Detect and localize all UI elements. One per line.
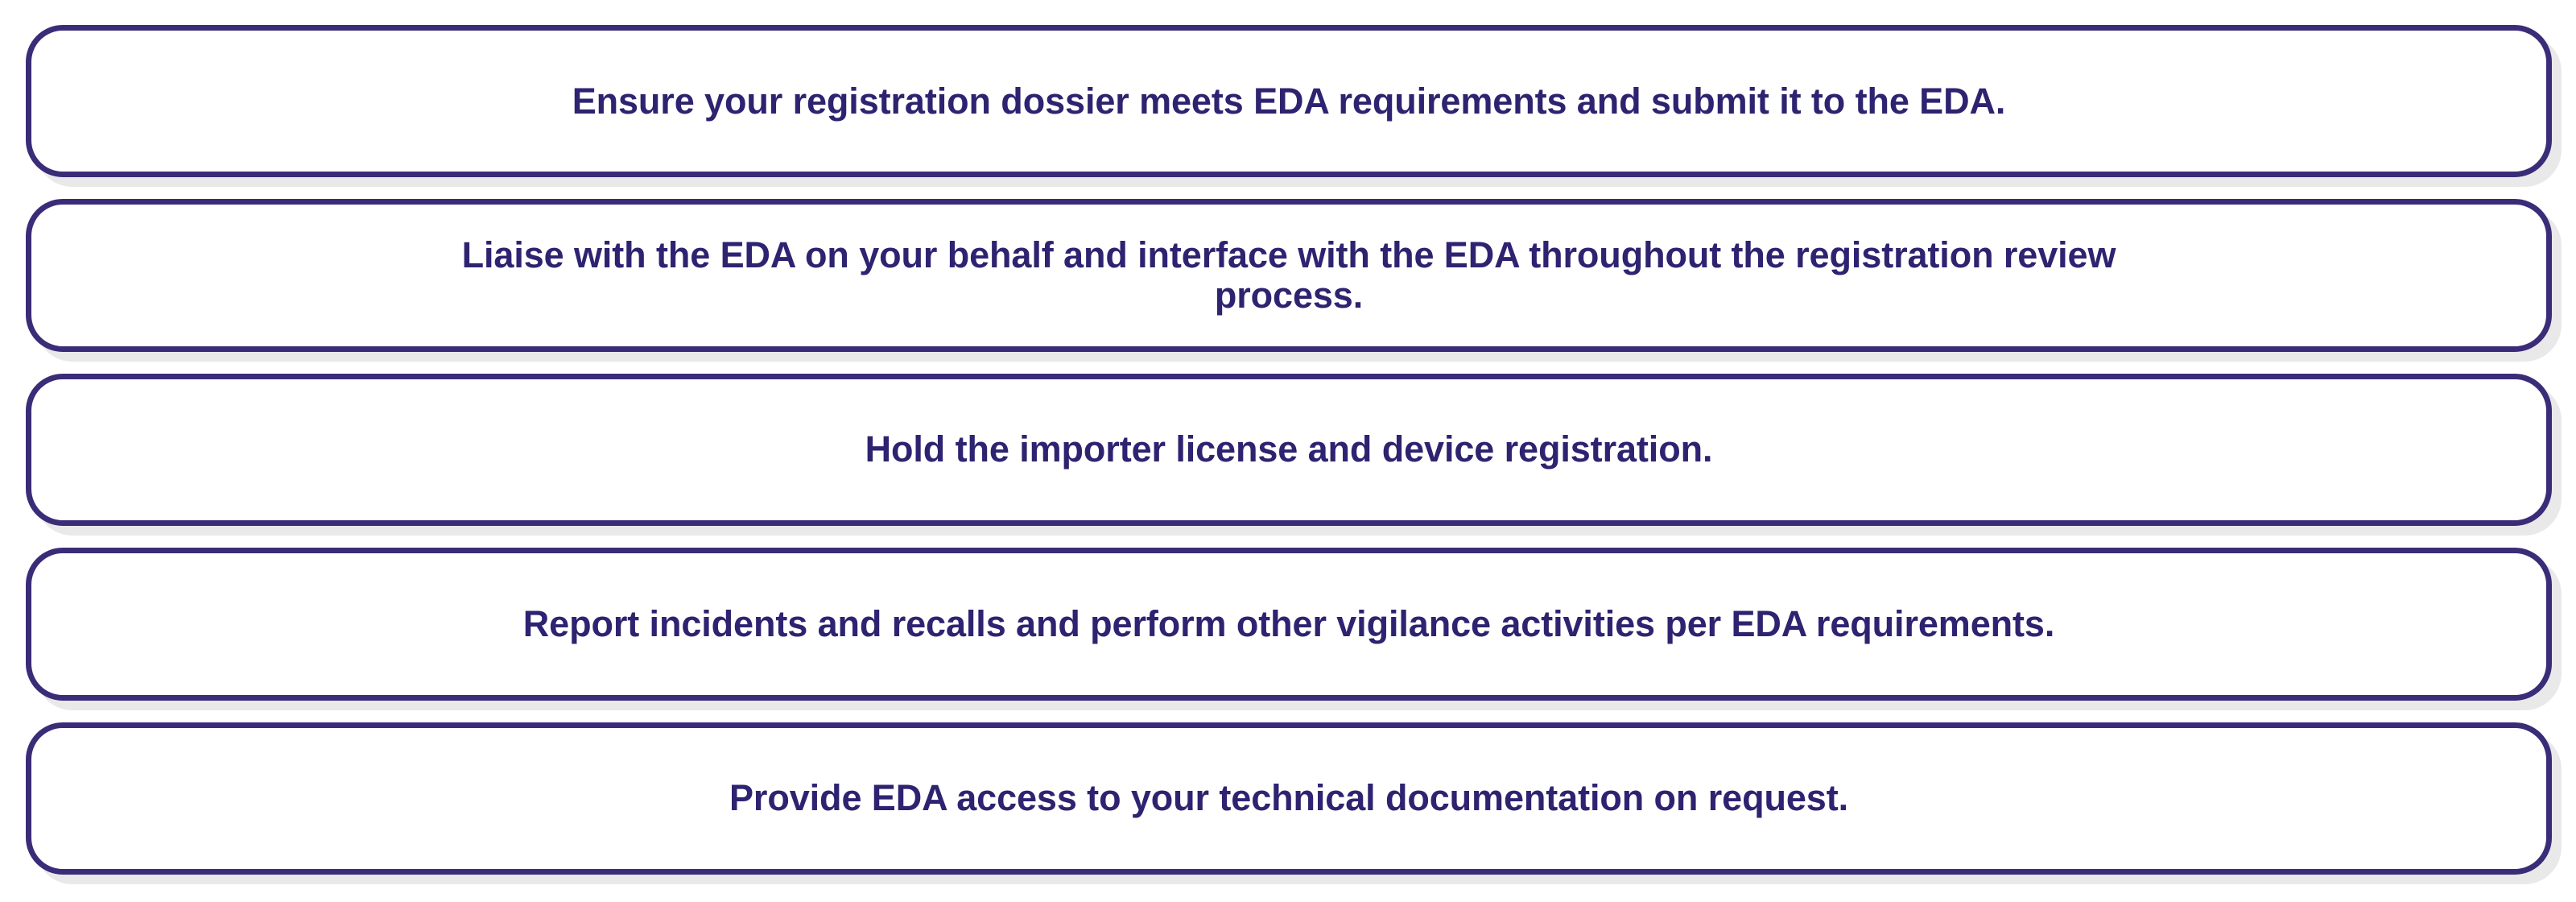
responsibility-text-3: Hold the importer license and device reg… <box>865 428 1713 470</box>
box-frame-5 <box>26 722 2552 875</box>
responsibility-box-4[interactable]: Report incidents and recalls and perform… <box>26 548 2562 710</box>
responsibility-text-2: Liaise with the EDA on your behalf and i… <box>461 234 2116 317</box>
box-frame-3 <box>26 373 2552 527</box>
responsibility-text-4: Report incidents and recalls and perform… <box>522 602 2055 644</box>
responsibility-box-1[interactable]: Ensure your registration dossier meets E… <box>26 25 2562 188</box>
box-frame-2 <box>26 199 2552 352</box>
responsibility-text-5: Provide EDA access to your technical doc… <box>729 777 1848 819</box>
responsibility-box-5[interactable]: Provide EDA access to your technical doc… <box>26 722 2562 885</box>
box-frame-4 <box>26 548 2552 701</box>
responsibility-box-2[interactable]: Liaise with the EDA on your behalf and i… <box>26 199 2562 362</box>
box-frame-1 <box>26 25 2552 178</box>
responsibility-text-1: Ensure your registration dossier meets E… <box>572 80 2006 122</box>
responsibility-box-3[interactable]: Hold the importer license and device reg… <box>26 373 2562 536</box>
